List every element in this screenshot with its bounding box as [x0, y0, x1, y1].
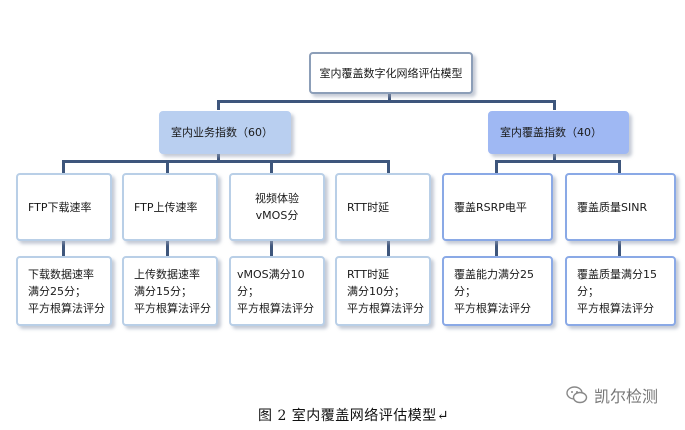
connector-l2-5	[495, 160, 498, 173]
connector-right-branch-down	[553, 153, 556, 163]
ftp-upload-node: FTP上传速率	[122, 173, 218, 241]
connector-top-bar	[217, 100, 556, 103]
root-node: 室内覆盖数字化网络评估模型	[309, 52, 473, 94]
connector-right-bar	[495, 160, 621, 163]
upload-score-node: 上传数据速率 满分15分； 平方根算法评分	[122, 256, 218, 326]
upload-score-line-2: 满分15分；	[134, 284, 192, 298]
vmos-score-line-2: 平方根算法评分	[237, 301, 314, 315]
connector-l3-2	[166, 241, 169, 256]
connector-l3-6	[618, 241, 621, 256]
connector-l2-6	[618, 160, 621, 173]
rsrp-node: 覆盖RSRP电平	[442, 173, 553, 241]
figure-caption: 图 2 室内覆盖网络评估模型↵	[258, 408, 450, 424]
video-vmos-line-1: 视频体验	[255, 192, 299, 205]
video-vmos-line-2: vMOS分	[255, 209, 299, 222]
connector-l3-1	[62, 241, 65, 256]
rsrp-score-line-2: 平方根算法评分	[454, 301, 531, 315]
vmos-score-node: vMOS满分10分； 平方根算法评分	[229, 256, 325, 326]
rsrp-label: 覆盖RSRP电平	[454, 200, 527, 214]
root-node-label: 室内覆盖数字化网络评估模型	[319, 66, 463, 80]
sinr-score-node: 覆盖质量满分15分； 平方根算法评分	[565, 256, 676, 326]
connector-l2-1	[62, 160, 65, 173]
connector-root-down	[388, 94, 391, 102]
sinr-node: 覆盖质量SINR	[565, 173, 676, 241]
connector-left-branch-down	[217, 153, 220, 163]
wechat-icon	[566, 386, 588, 404]
connector-l3-5	[495, 241, 498, 256]
service-index-label: 室内业务指数（60）	[171, 126, 273, 139]
rtt-score-line-3: 平方根算法评分	[347, 301, 424, 315]
connector-l3-3	[270, 241, 273, 256]
connector-l2-4	[387, 160, 390, 173]
rtt-node: RTT时延	[335, 173, 431, 241]
sinr-score-line-2: 平方根算法评分	[577, 301, 654, 315]
coverage-index-label: 室内覆盖指数（40）	[500, 126, 602, 139]
ftp-download-node: FTP下载速率	[16, 173, 112, 241]
ftp-download-label: FTP下载速率	[28, 200, 92, 214]
connector-right-down	[553, 100, 556, 110]
sinr-score-line-1: 覆盖质量满分15分；	[577, 267, 657, 298]
connector-left-bar	[62, 160, 390, 163]
rsrp-score-node: 覆盖能力满分25分； 平方根算法评分	[442, 256, 553, 326]
watermark: 凯尔检测	[566, 383, 658, 407]
connector-l2-2	[166, 160, 169, 173]
connector-l3-4	[387, 241, 390, 256]
rtt-label: RTT时延	[347, 200, 390, 214]
connector-l2-3	[270, 160, 273, 173]
download-score-line-2: 满分25分；	[28, 284, 86, 298]
rtt-score-node: RTT时延 满分10分； 平方根算法评分	[335, 256, 431, 326]
video-vmos-node: 视频体验 vMOS分	[229, 173, 325, 241]
coverage-index-node: 室内覆盖指数（40）	[488, 111, 629, 154]
service-index-node: 室内业务指数（60）	[159, 111, 291, 154]
rtt-score-line-2: 满分10分；	[347, 284, 405, 298]
download-score-node: 下载数据速率 满分25分； 平方根算法评分	[16, 256, 112, 326]
rtt-score-line-1: RTT时延	[347, 267, 390, 281]
vmos-score-line-1: vMOS满分10分；	[237, 267, 305, 298]
ftp-upload-label: FTP上传速率	[134, 200, 198, 214]
download-score-line-3: 平方根算法评分	[28, 301, 105, 315]
download-score-line-1: 下载数据速率	[28, 267, 94, 281]
watermark-text: 凯尔检测	[594, 387, 659, 406]
sinr-label: 覆盖质量SINR	[577, 200, 648, 214]
upload-score-line-1: 上传数据速率	[134, 267, 200, 281]
connector-left-down	[217, 100, 220, 110]
rsrp-score-line-1: 覆盖能力满分25分；	[454, 267, 534, 298]
upload-score-line-3: 平方根算法评分	[134, 301, 211, 315]
